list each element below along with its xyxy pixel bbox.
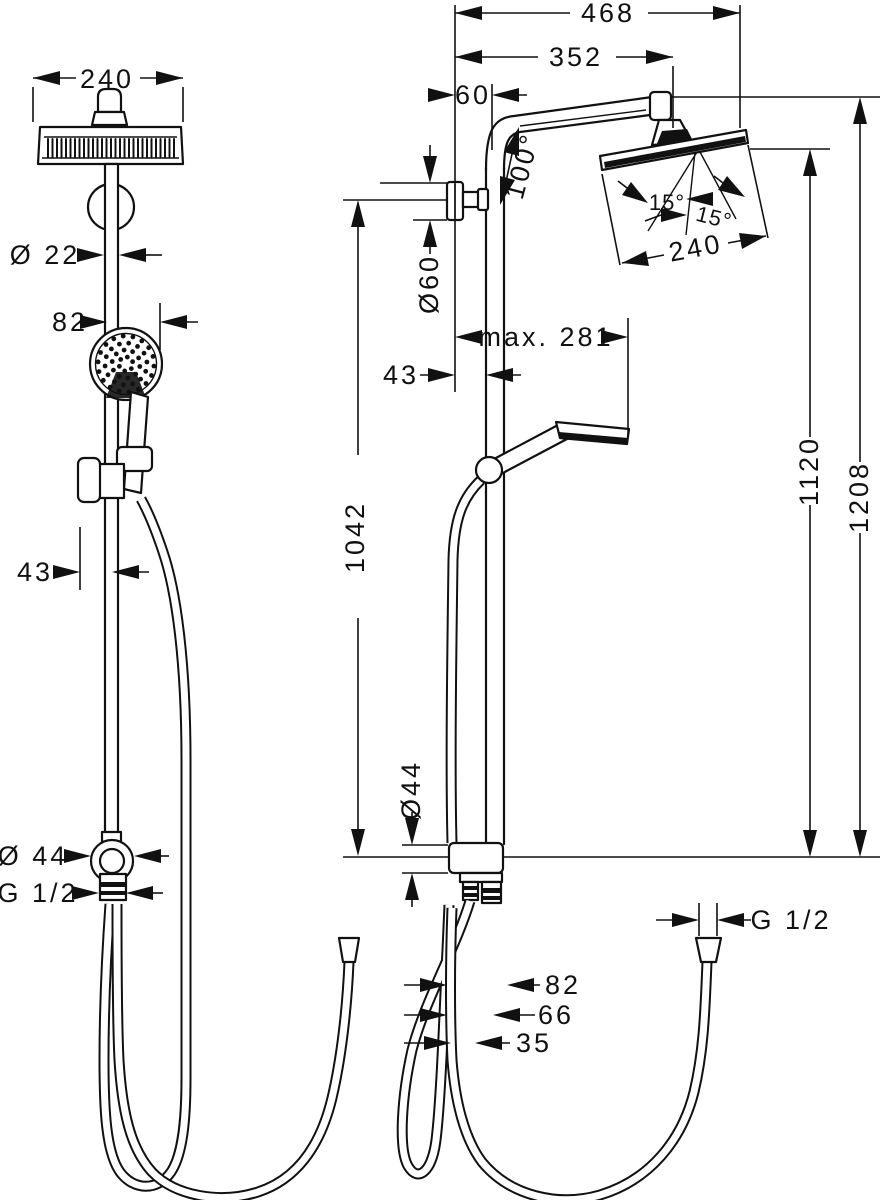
dim-text-bar-height: 1042	[340, 501, 370, 573]
holder-clamp	[96, 462, 126, 500]
dim-text-pipe-diameter: Ø 22	[10, 240, 81, 270]
handshower-face	[88, 326, 164, 402]
dim-handshower-height: 1120	[750, 148, 830, 857]
dim-pipe-wall-gap: 43	[383, 360, 521, 390]
hoses-front	[98, 496, 361, 1200]
dim-tee-diameter-side: Ø44	[396, 760, 448, 907]
dim-text-head-tilt-up: 15°	[649, 190, 685, 215]
hose-end-fitting-front	[337, 936, 361, 964]
dim-text-inlet-thread-front: G 1/2	[0, 878, 79, 908]
dim-outlet-thread-side: G 1/2	[656, 903, 831, 936]
dim-text-tee-diameter-side: Ø44	[396, 760, 426, 820]
dim-text-hose-offset-outer: 82	[545, 970, 581, 1000]
dim-handshower-reach: max. 281	[455, 318, 629, 436]
overhead-ball-joint-front	[90, 87, 129, 127]
dim-wall-clearance: 60	[428, 80, 527, 150]
handshower-hose-side	[445, 476, 485, 844]
dim-head-length-side: 240	[601, 144, 769, 268]
dim-overall-depth: 468	[454, 0, 741, 392]
dim-text-handshower-height: 1120	[794, 436, 824, 506]
outlet-nut-a	[461, 880, 480, 902]
dim-text-hose-offset-mid: 66	[538, 1000, 574, 1030]
shower-bar-front	[103, 162, 120, 842]
handshower-front	[76, 326, 164, 504]
handshower-spray-dots	[95, 333, 157, 395]
dim-inlet-thread-front: G 1/2	[0, 878, 163, 908]
dim-head-tilt-angles: 15° 15°	[617, 151, 745, 236]
dim-text-tee-diameter-front: Ø 44	[0, 841, 68, 871]
dim-hose-offsets: 82 66 35	[404, 970, 581, 1058]
dim-text-handshower-reach: max. 281	[478, 322, 613, 352]
side-view: 468 352 60 100° Ø60	[380, 0, 880, 1200]
handshower-holder-ring	[115, 445, 154, 473]
dim-text-hose-offset-inner: 35	[516, 1028, 552, 1058]
handshower-side	[474, 420, 631, 485]
dim-text-overall-depth: 468	[581, 0, 635, 28]
holder-ball-side	[474, 455, 504, 485]
overhead-shower-front	[36, 125, 185, 166]
dim-holder-depth-front: 43	[17, 527, 149, 590]
dim-head-center-depth: 352	[455, 42, 674, 128]
dim-text-overall-height: 1208	[844, 461, 874, 533]
wall-bracket-side	[445, 180, 490, 222]
dim-text-outlet-thread-side: G 1/2	[750, 905, 831, 935]
dim-text-escutcheon-diameter: Ø60	[414, 254, 444, 314]
dim-text-holder-depth: 43	[17, 557, 53, 587]
holder-knob	[76, 456, 102, 504]
dim-bar-height-front: 1042	[340, 199, 880, 858]
riser-and-arm-side	[484, 90, 694, 846]
dim-escutcheon-diameter: Ø60	[380, 145, 447, 314]
dim-pipe-diameter-front: Ø 22	[10, 240, 162, 270]
dim-text-wall-clearance: 60	[455, 80, 491, 110]
dim-text-pipe-wall-gap: 43	[383, 360, 419, 390]
dim-text-handshower-offset: 82	[52, 307, 88, 337]
overhead-shower-side	[598, 128, 750, 172]
tee-fitting-front	[89, 830, 135, 902]
dim-overall-height: 1208	[670, 96, 880, 857]
dim-text-head-width-front: 240	[80, 64, 134, 94]
front-view: 240 Ø 22 82 43 Ø 44	[0, 64, 880, 1200]
dim-text-head-center-depth: 352	[549, 42, 603, 72]
hoses-side	[396, 899, 723, 1200]
dim-head-width-front: 240	[32, 64, 184, 122]
connector-block-side	[447, 841, 505, 905]
dim-handshower-offset-front: 82	[52, 303, 198, 350]
arm-end-joint	[648, 90, 673, 122]
dim-tee-diameter-front: Ø 44	[0, 841, 169, 871]
hose-end-fitting-side	[694, 936, 723, 964]
